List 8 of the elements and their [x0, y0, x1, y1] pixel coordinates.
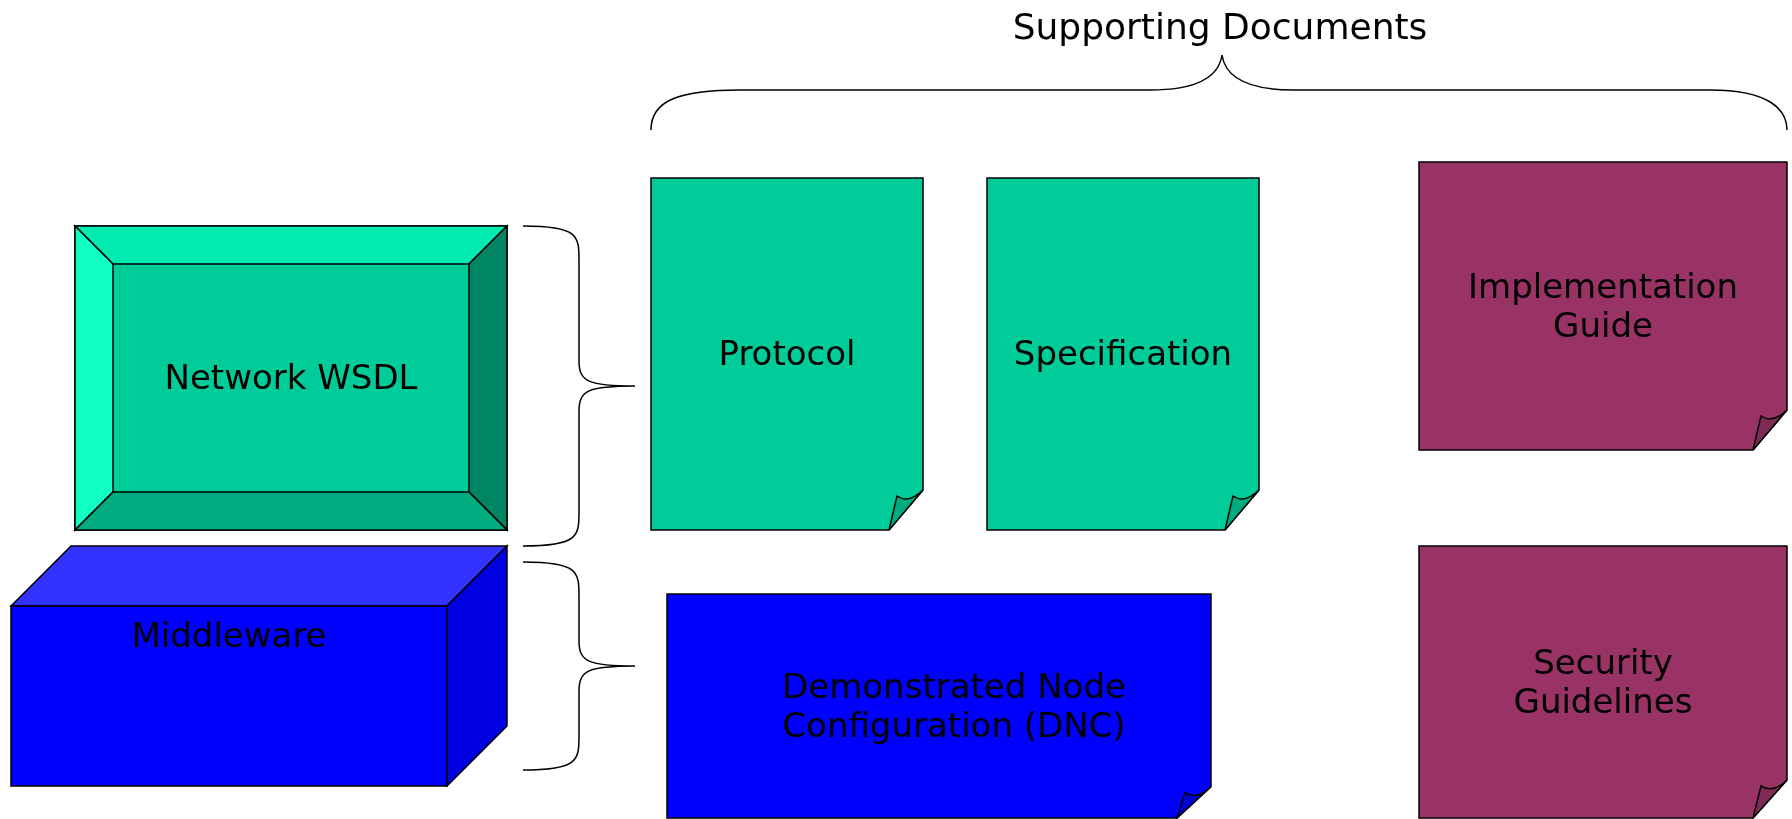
node-label: Protocol — [718, 334, 856, 374]
node-label: Implementation Guide — [1467, 266, 1739, 346]
node-label: Middleware — [131, 616, 327, 656]
node-label: Security Guidelines — [1512, 642, 1694, 722]
title: Supporting Documents — [1012, 6, 1428, 47]
node-label: Specification — [1013, 334, 1233, 374]
node-label: Demonstrated Node Configuration (DNC) — [781, 666, 1127, 746]
node-label: Network WSDL — [164, 358, 418, 398]
